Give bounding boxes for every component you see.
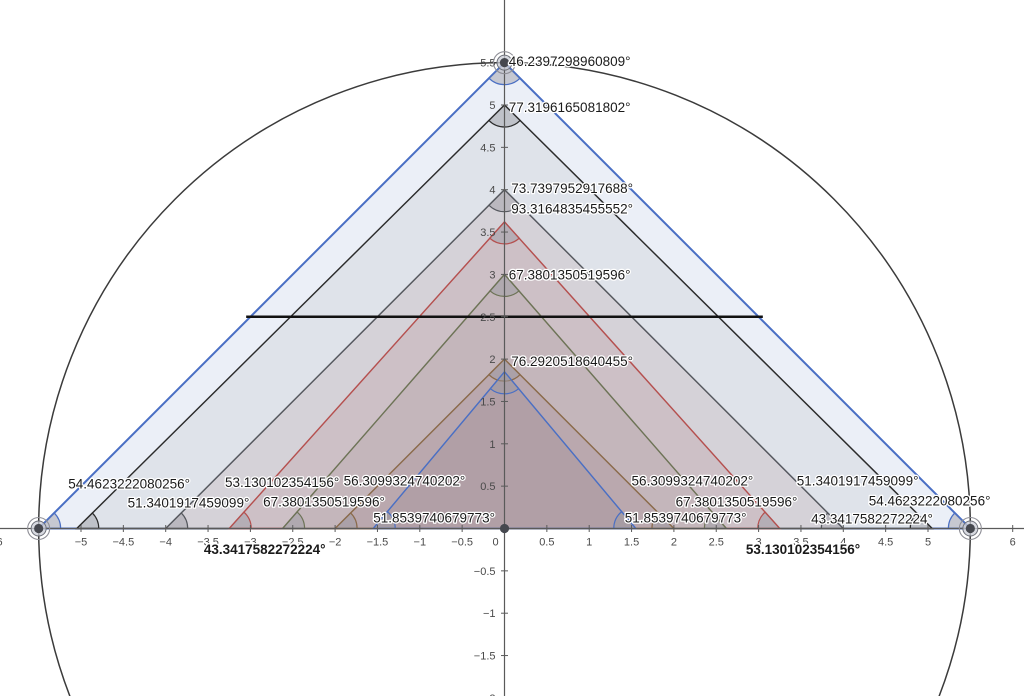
- y-tick-label: 5: [489, 100, 495, 112]
- y-tick-label: 5.5: [480, 58, 495, 70]
- apex-angle-label-3: 93.3164835455552°: [511, 201, 633, 216]
- point-dot[interactable]: [499, 58, 510, 68]
- x-tick-label: −4.5: [112, 537, 134, 549]
- y-tick-label: −0.5: [474, 566, 496, 578]
- point-halo: [27, 516, 51, 541]
- x-tick-label: 5: [925, 537, 931, 549]
- apex-angle-label-0: 46.2397298960809°: [509, 54, 631, 69]
- right-base-angle-label-5: 43.3417582272224°: [811, 511, 933, 526]
- point-origin[interactable]: [499, 523, 510, 534]
- left-base-angle-label-4: 67.3801350519596°: [263, 494, 385, 509]
- origin-label: 0: [492, 537, 498, 549]
- point-apex[interactable]: [492, 51, 517, 75]
- x-tick-label: 2: [671, 537, 677, 549]
- y-tick-label: 2: [489, 354, 495, 366]
- point-layer[interactable]: [27, 51, 982, 541]
- x-tick-label: −2: [329, 537, 342, 549]
- right-base-angle-label-3: 51.3401917459099°: [797, 473, 919, 488]
- left-base-angle-label-0: 54.4623222080256°: [68, 477, 190, 492]
- left-base-angle-label-1: 51.3401917459099°: [128, 495, 250, 510]
- x-tick-label: −2.5: [282, 537, 304, 549]
- x-tick-label: 3.5: [793, 537, 808, 549]
- y-tick-label: 4: [489, 185, 495, 197]
- x-tick-label: −4: [159, 537, 172, 549]
- x-tick-label: 4.5: [878, 537, 893, 549]
- right-base-angle-label-0: 51.8539740679773°: [625, 511, 747, 526]
- x-tick-label: 1: [586, 537, 592, 549]
- y-tick-label: 0.5: [480, 481, 495, 493]
- left-base-angle-label-3: 53.130102354156°: [225, 475, 339, 490]
- x-tick-label: −1: [414, 537, 427, 549]
- x-tick-label: 3: [756, 537, 762, 549]
- y-tick-label: 2.5: [480, 312, 495, 324]
- x-tick-label: 2.5: [709, 537, 724, 549]
- left-base-angle-label-5: 56.3099324740202°: [344, 473, 466, 488]
- point-left-base[interactable]: [27, 516, 51, 541]
- x-tick-label: −0.5: [451, 537, 473, 549]
- apex-angle-label-2: 73.7397952917688°: [511, 181, 633, 196]
- y-tick-label: 3: [489, 269, 495, 281]
- y-tick-label: 3.5: [480, 227, 495, 239]
- point-halo: [492, 51, 517, 75]
- right-base-angle-label-4: 53.130102354156°: [746, 542, 860, 557]
- left-base-angle-label-2: 43.3417582272224°: [204, 542, 326, 557]
- y-tick-label: 1: [489, 439, 495, 451]
- point-dot[interactable]: [965, 523, 975, 534]
- right-base-angle-label-1: 56.3099324740202°: [632, 473, 754, 488]
- x-tick-label: 1.5: [624, 537, 639, 549]
- point-halo: [958, 516, 982, 541]
- apex-angle-label-4: 67.3801350519596°: [509, 267, 631, 282]
- y-tick-label: −1.5: [474, 651, 496, 663]
- y-tick-label: 4.5: [480, 142, 495, 154]
- y-tick-label: −1: [483, 608, 496, 620]
- apex-angle-label-1: 77.3196165081802°: [509, 100, 631, 115]
- x-tick-label: 0.5: [539, 537, 554, 549]
- x-tick-label: −3.5: [197, 537, 219, 549]
- x-tick-label: −1.5: [367, 537, 389, 549]
- angle-label-layer: 46.2397298960809° 77.3196165081802° 73.739…: [67, 53, 992, 559]
- x-tick-label: 4: [840, 537, 846, 549]
- apex-angle-label-5: 76.2920518640455°: [511, 354, 633, 369]
- x-tick-label: 6: [1010, 537, 1016, 549]
- tick-label-layer: −6 −5 −4.5 −4 −3.5 −3 −2.5 −2 −1.5 −1 −0.5 0.5 1 1.5 2…: [0, 58, 1016, 696]
- y-tick-label: 1.5: [480, 396, 495, 408]
- right-base-angle-label-2: 67.3801350519596°: [676, 494, 798, 509]
- x-tick-label: −5: [75, 537, 88, 549]
- x-tick-label: −6: [0, 537, 3, 549]
- y-tick-label: −2: [483, 693, 496, 696]
- x-tick-label: −3: [244, 537, 257, 549]
- point-dot[interactable]: [499, 523, 510, 534]
- left-base-angle-label-6: 51.8539740679773°: [373, 511, 495, 526]
- right-base-angle-label-6: 54.4623222080256°: [869, 494, 991, 509]
- point-right-base[interactable]: [958, 516, 982, 541]
- point-dot[interactable]: [34, 523, 44, 534]
